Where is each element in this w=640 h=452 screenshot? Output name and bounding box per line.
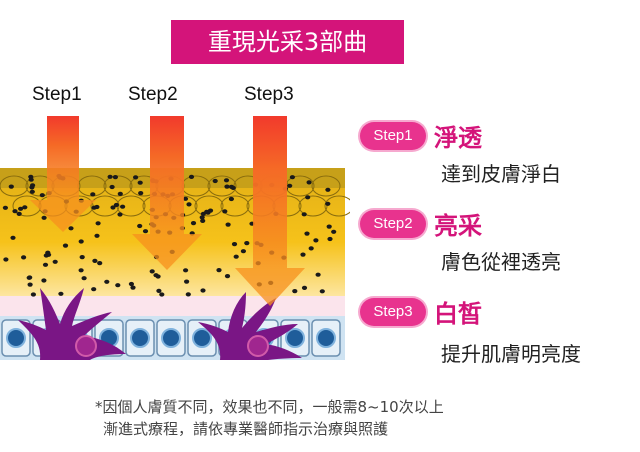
step2-title: 亮采 xyxy=(434,211,482,240)
melanocyte-left-nucleus xyxy=(75,335,97,357)
step3-row: Step3 白皙 xyxy=(360,294,482,329)
step3-badge: Step3 xyxy=(360,297,426,326)
disclaimer-line1: *因個人膚質不同，效果也不同，一般需8~10次以上 xyxy=(95,398,444,416)
step1-desc: 達到皮膚淨白 xyxy=(441,162,561,186)
step1-title: 淨透 xyxy=(434,123,482,152)
step1-badge: Step1 xyxy=(360,121,426,150)
step2-row: Step2 亮采 xyxy=(360,206,482,241)
melanocyte-right-nucleus xyxy=(247,335,269,357)
step3-title: 白皙 xyxy=(434,299,482,328)
step2-badge: Step2 xyxy=(360,209,426,238)
step2-desc: 膚色從裡透亮 xyxy=(441,250,561,274)
melanocyte-left xyxy=(18,288,126,360)
skin-layer-diagram xyxy=(0,116,350,360)
disclaimer-line2: 漸進式療程，請依專業醫師指示治療與照護 xyxy=(103,420,389,438)
melanocyte-right xyxy=(198,292,302,360)
step2-arrow-label: Step2 xyxy=(128,84,178,105)
step2-laser-arrow xyxy=(132,116,202,270)
step1-laser-arrow xyxy=(30,116,96,232)
step3-arrow-label: Step3 xyxy=(244,84,294,105)
step3-desc: 提升肌膚明亮度 xyxy=(441,342,581,366)
step1-row: Step1 淨透 xyxy=(360,118,482,153)
step3-laser-arrow xyxy=(235,116,305,306)
step1-arrow-label: Step1 xyxy=(32,84,82,105)
page-title: 重現光采3部曲 xyxy=(171,20,404,64)
